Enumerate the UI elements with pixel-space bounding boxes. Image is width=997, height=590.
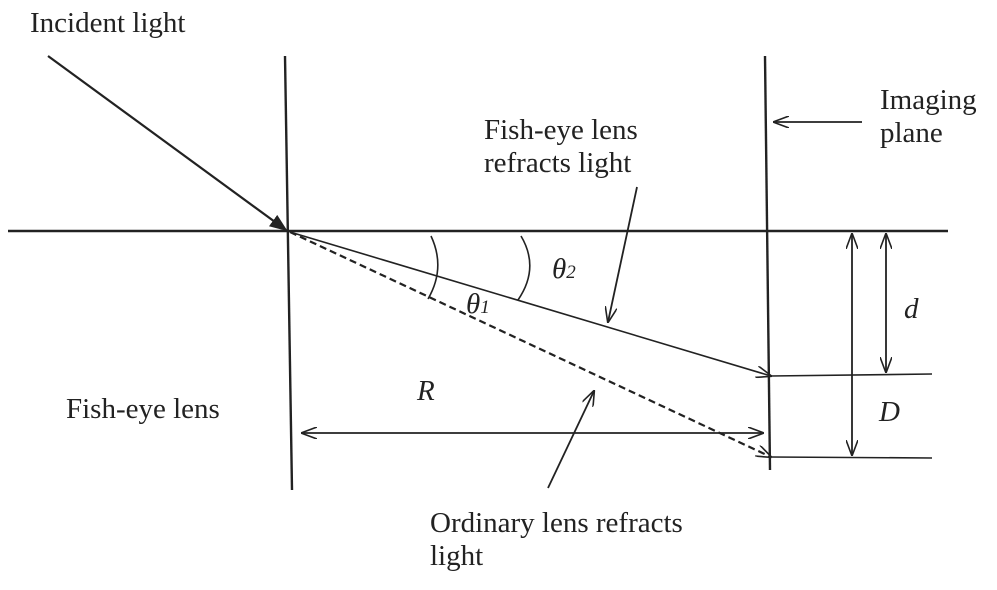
imaging-plane-label: Imaging plane xyxy=(880,84,977,151)
fisheye-refracts-line1: Fish-eye lens xyxy=(484,114,638,146)
fisheye-lens-label: Fish-eye lens xyxy=(66,393,220,425)
incident-ray xyxy=(47,55,288,232)
ordinary-image-line xyxy=(769,456,933,459)
theta1-theta: θ xyxy=(466,288,481,320)
d-symbol: d xyxy=(904,293,919,325)
incident-light-label: Incident light xyxy=(30,7,186,39)
fisheye-refracts-label: Fish-eye lens refracts light xyxy=(484,114,638,181)
ordinary-refracted-ray xyxy=(289,231,771,457)
D-symbol: D xyxy=(879,396,900,428)
ordinary-refracts-line1: Ordinary lens refracts xyxy=(430,507,683,539)
theta2-theta: θ xyxy=(552,253,567,285)
fisheye-image-line xyxy=(769,373,933,377)
theta2-symbol: θ2 xyxy=(552,253,576,286)
theta2-subscript: 2 xyxy=(566,262,576,283)
imaging-plane xyxy=(763,55,772,471)
imaging-plane-line1: Imaging xyxy=(880,84,977,116)
ordinary-refracts-pointer xyxy=(547,391,594,489)
lens-plane xyxy=(283,55,294,491)
fisheye-refracts-pointer xyxy=(608,186,638,322)
fisheye-refracts-line2: refracts light xyxy=(484,147,632,180)
theta2-arc xyxy=(517,235,531,301)
fisheye-refracted-ray xyxy=(289,231,771,376)
theta1-subscript: 1 xyxy=(480,297,490,318)
theta1-arc xyxy=(427,235,439,300)
ordinary-refracts-label: Ordinary lens refracts light xyxy=(430,507,683,574)
imaging-plane-line2: plane xyxy=(880,117,943,150)
theta1-symbol: θ1 xyxy=(466,288,490,321)
ordinary-refracts-line2: light xyxy=(430,540,484,573)
R-symbol: R xyxy=(417,375,435,407)
